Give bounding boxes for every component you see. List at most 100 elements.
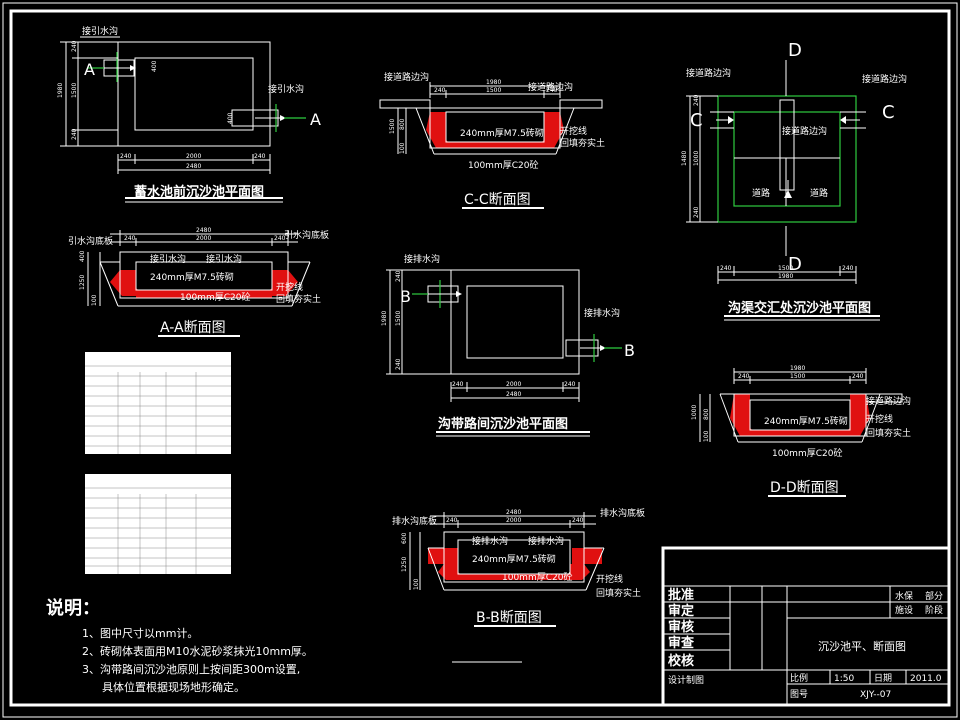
cc-dim-1: 1500 bbox=[486, 87, 501, 94]
dim-pipe-400-a: 400 bbox=[151, 60, 158, 72]
section-mark-c-right: C bbox=[882, 102, 895, 123]
aa-dim-0: 240 bbox=[124, 235, 136, 242]
plan-r-label-left: 接道路边沟 bbox=[686, 67, 731, 79]
plan-r-vdim-0: 1480 bbox=[681, 151, 688, 166]
aa-dim-total: 2480 bbox=[196, 227, 211, 234]
cc-dim-0: 240 bbox=[434, 87, 446, 94]
dim-bottom-240-a: 240 bbox=[120, 153, 132, 160]
dim-bottom-240-b: 240 bbox=[254, 153, 266, 160]
tb-dept2: 施设 bbox=[895, 604, 913, 616]
aa-backfill: 回填夯实土 bbox=[276, 293, 321, 305]
note-2: 2、砖砌体表面用M10水泥砂浆抹光10mm厚。 bbox=[82, 644, 313, 658]
plan-r-vdim-1: 240 bbox=[693, 94, 700, 106]
section-mark-a-right: A bbox=[310, 110, 321, 129]
bb-vdim-1: 1250 bbox=[401, 557, 408, 572]
plan-r-hdim-total: 1980 bbox=[778, 273, 793, 280]
bb-excavation: 开挖线 bbox=[596, 573, 623, 585]
aa-excavation: 开挖线 bbox=[276, 281, 303, 293]
dd-dim-0: 240 bbox=[738, 373, 750, 380]
bb-dim-0: 240 bbox=[446, 517, 458, 524]
dd-dim-total: 1980 bbox=[790, 365, 805, 372]
dd-excavation: 开挖线 bbox=[866, 413, 893, 425]
section-mark-d-top: D bbox=[788, 40, 802, 61]
inner-border bbox=[9, 9, 951, 707]
tb-number-label: 图号 bbox=[790, 689, 808, 700]
mid-hdim-1: 2000 bbox=[506, 381, 521, 388]
aa-floor: 100mm厚C20砼 bbox=[180, 291, 250, 303]
dim-240-a: 240 bbox=[71, 40, 78, 52]
dd-vdim-1: 800 bbox=[703, 408, 710, 420]
dd-dim-1: 1500 bbox=[790, 373, 805, 380]
aa-label-right: 引水沟底板 bbox=[284, 229, 329, 241]
mid-hdim-2: 240 bbox=[564, 381, 576, 388]
mid-vdim-0: 1980 bbox=[381, 311, 388, 326]
dd-dim-2: 240 bbox=[852, 373, 864, 380]
plan-r-vdim-3: 240 bbox=[693, 206, 700, 218]
tb-row-2: 审核 bbox=[668, 619, 694, 635]
dim-240-b: 240 bbox=[71, 128, 78, 140]
tb-scale-label: 比例 bbox=[790, 672, 808, 684]
section-bb: 排水沟底板 排水沟底板 接排水沟 接排水沟 240mm厚M7.5砖砌 100mm… bbox=[392, 507, 645, 663]
plan-r-title: 沟渠交汇处沉沙池平面图 bbox=[728, 300, 871, 316]
note-1: 1、图中尺寸以mm计。 bbox=[82, 626, 198, 640]
plan-mid-outlet: 接排水沟 bbox=[584, 307, 620, 319]
plan-r-road-left: 道路 bbox=[752, 187, 770, 199]
plan-r-hdim-2: 240 bbox=[842, 265, 854, 272]
aa-dim-2: 240 bbox=[274, 235, 286, 242]
aa-inner-left: 接引水沟 bbox=[150, 253, 186, 265]
bb-vdim-0: 600 bbox=[401, 532, 408, 544]
bb-label-left: 排水沟底板 bbox=[392, 515, 437, 527]
tb-dept1-b: 部分 bbox=[925, 590, 943, 602]
plan-middle: 接排水沟 接排水沟 B B 1980 1500 240 240 240 2000… bbox=[381, 253, 635, 437]
plan-mid-title: 沟带路间沉沙池平面图 bbox=[438, 416, 568, 432]
aa-dim-1: 2000 bbox=[196, 235, 211, 242]
bb-backfill: 回填夯实土 bbox=[596, 587, 641, 599]
quantity-table-2 bbox=[85, 474, 231, 574]
aa-vdim-1: 1250 bbox=[79, 275, 86, 290]
cc-dim-2: 240 bbox=[546, 87, 558, 94]
section-aa: 引水沟底板 引水沟底板 接引水沟 接引水沟 240mm厚M7.5砖砌 100mm… bbox=[68, 227, 329, 337]
cc-label-left: 接道路边沟 bbox=[384, 71, 429, 83]
tb-dept1: 水保 bbox=[895, 590, 913, 602]
plan-right: 接道路边沟 接道路边沟 接道路边沟 道路 道路 D D C C 1480 240… bbox=[681, 40, 907, 321]
plan-mid-inlet: 接排水沟 bbox=[404, 253, 440, 265]
section-dd: 接道路边沟 240mm厚M7.5砖砌 100mm厚C20砼 开挖线 回填夯实土 … bbox=[691, 365, 911, 497]
dd-vdim-0: 1000 bbox=[691, 405, 698, 420]
cc-dim-total: 1980 bbox=[486, 79, 501, 86]
mid-hdim-total: 2480 bbox=[506, 391, 521, 398]
cc-backfill: 回填夯实土 bbox=[560, 137, 605, 149]
plan-r-road-right: 道路 bbox=[810, 187, 828, 199]
dim-1980: 1980 bbox=[57, 83, 64, 98]
aa-wall: 240mm厚M7.5砖砌 bbox=[150, 271, 234, 283]
plan-tl-title: 蓄水池前沉沙池平面图 bbox=[134, 184, 264, 200]
tb-date-value: 2011.0 bbox=[910, 674, 942, 684]
bb-floor: 100mm厚C20砼 bbox=[502, 571, 572, 583]
mid-vdim-3: 240 bbox=[395, 358, 402, 370]
tb-number-value: XJY--07 bbox=[860, 690, 891, 700]
plan-r-label-center: 接道路边沟 bbox=[782, 125, 827, 137]
cc-title: C-C断面图 bbox=[464, 192, 531, 208]
dd-backfill: 回填夯实土 bbox=[866, 427, 911, 439]
dim-pipe-400-b: 400 bbox=[227, 112, 234, 124]
quantity-table-1 bbox=[85, 352, 231, 454]
dim-bottom-2000: 2000 bbox=[186, 153, 201, 160]
tb-row-0: 批准 bbox=[668, 587, 694, 603]
cc-wall: 240mm厚M7.5砖砌 bbox=[460, 127, 544, 139]
plan-r-hdim-1: 1500 bbox=[778, 265, 793, 272]
dd-label-right: 接道路边沟 bbox=[866, 395, 911, 407]
cc-floor: 100mm厚C20砼 bbox=[468, 159, 538, 171]
dd-wall: 240mm厚M7.5砖砌 bbox=[764, 415, 848, 427]
section-mark-c-left: C bbox=[690, 110, 703, 131]
aa-title: A-A断面图 bbox=[160, 320, 226, 336]
plan-r-label-right: 接道路边沟 bbox=[862, 73, 907, 85]
dd-floor: 100mm厚C20砼 bbox=[772, 447, 842, 459]
section-mark-b-right: B bbox=[624, 341, 635, 360]
cc-excavation: 开挖线 bbox=[560, 125, 587, 137]
bb-inner-right: 接排水沟 bbox=[528, 535, 564, 547]
note-4: 具体位置根据现场地形确定。 bbox=[102, 680, 245, 694]
tb-scale-value: 1:50 bbox=[834, 674, 854, 684]
plan-tl-outlet-label: 接引水沟 bbox=[268, 83, 304, 95]
bb-title: B-B断面图 bbox=[476, 610, 542, 626]
